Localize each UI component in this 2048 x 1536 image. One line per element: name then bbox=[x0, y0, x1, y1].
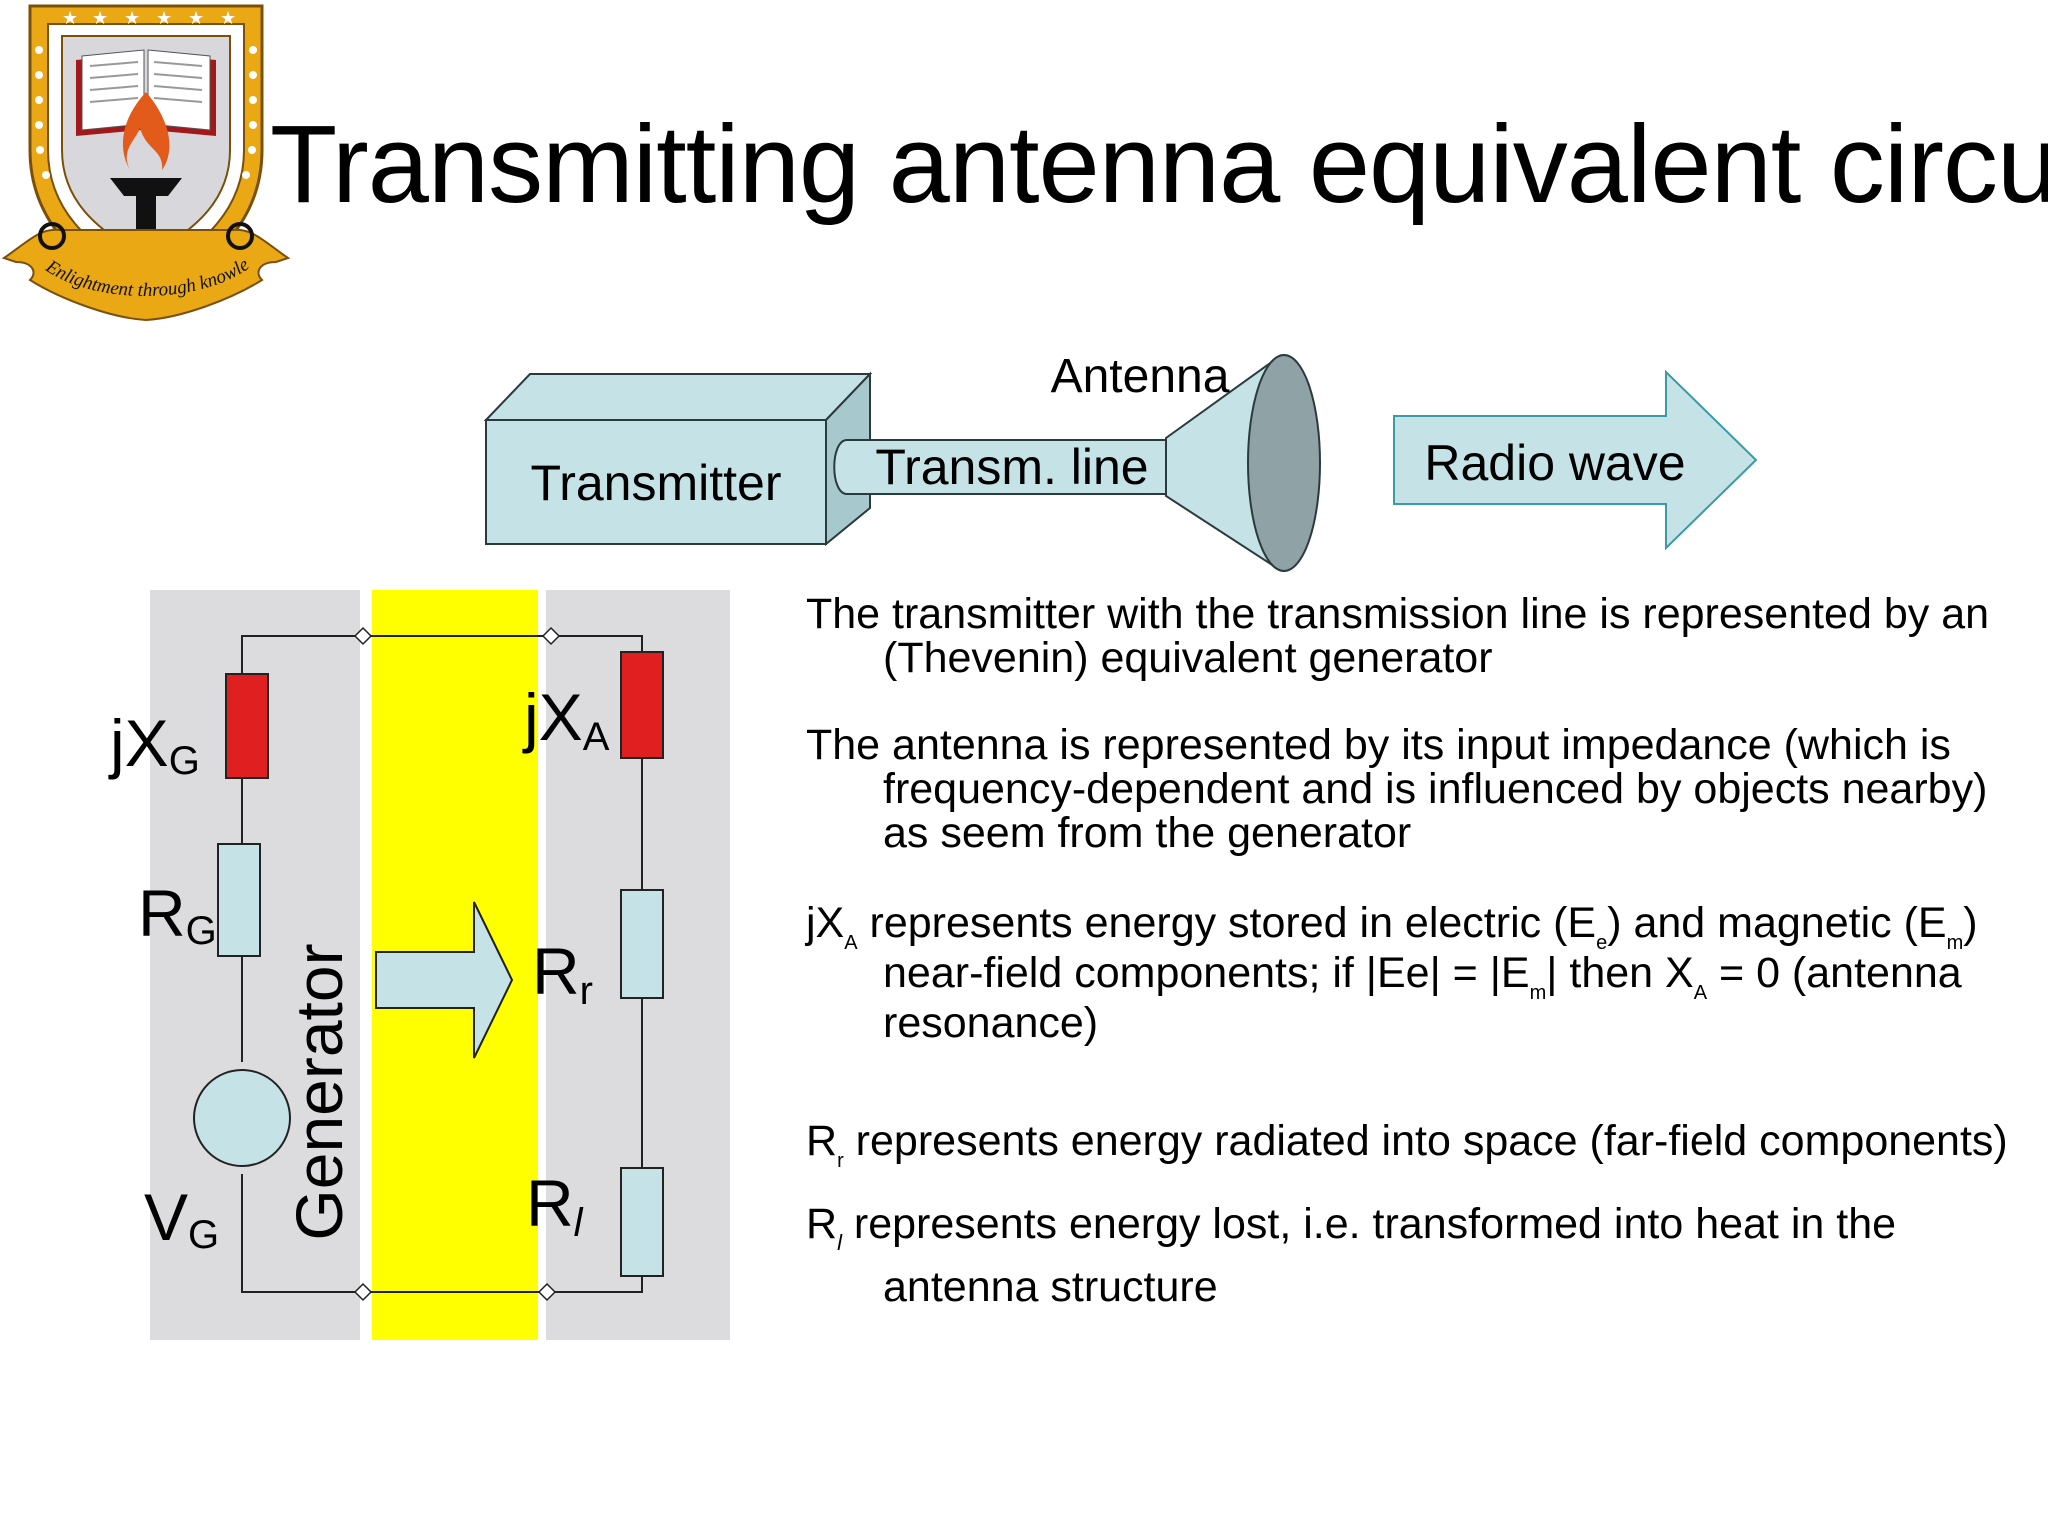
generator-resistance bbox=[217, 843, 261, 957]
svg-text:★: ★ bbox=[220, 8, 236, 28]
transmission-line: Transm. line bbox=[833, 439, 1171, 495]
svg-text:★: ★ bbox=[124, 8, 140, 28]
rr-label: R bbox=[532, 934, 580, 1008]
rl-label: R bbox=[526, 1166, 574, 1240]
svg-text:★: ★ bbox=[62, 8, 78, 28]
generator-label: Generator bbox=[282, 943, 356, 1240]
radio-wave-arrow: Radio wave bbox=[1393, 369, 1758, 551]
generator-reactance bbox=[225, 673, 269, 779]
loss-resistance bbox=[620, 1167, 664, 1277]
horn-antenna: Antenna bbox=[1051, 350, 1321, 572]
equivalent-circuit-diagram: jXG RG VG jXA Rr Rl Generator bbox=[108, 590, 730, 1340]
antenna-reactance bbox=[620, 651, 664, 759]
power-flow-arrow bbox=[375, 901, 514, 1059]
svg-text:★: ★ bbox=[156, 8, 172, 28]
voltage-source bbox=[193, 1069, 291, 1167]
svg-text:Rl: Rl bbox=[526, 1166, 584, 1245]
rg-label: R bbox=[138, 876, 186, 950]
transmission-line-label: Transm. line bbox=[875, 439, 1148, 495]
explanation-text: The transmitter with the transmission li… bbox=[806, 592, 2026, 1339]
svg-text:jXG: jXG bbox=[108, 706, 200, 783]
jxg-label: jX bbox=[108, 706, 169, 780]
vg-label: V bbox=[144, 1180, 188, 1254]
svg-text:★: ★ bbox=[92, 8, 108, 28]
transmitter-block: Transmitter bbox=[483, 371, 873, 547]
transmitter-label: Transmitter bbox=[531, 455, 782, 511]
svg-text:★: ★ bbox=[188, 8, 204, 28]
antenna-label: Antenna bbox=[1051, 350, 1230, 403]
note-loss-resistance: Rl represents energy lost, i.e. transfor… bbox=[806, 1200, 1897, 1311]
note-antenna-impedance: The antenna is represented by its input … bbox=[806, 721, 1988, 857]
svg-text:Rr: Rr bbox=[532, 934, 593, 1013]
university-crest-logo: ★★ ★★ ★★ Enlightment through knowledge bbox=[0, 0, 291, 322]
svg-text:jXA: jXA bbox=[522, 680, 610, 759]
note-radiation-resistance: Rr represents energy radiated into space… bbox=[806, 1117, 2008, 1172]
slide-title: Transmitting antenna equivalent circuit bbox=[270, 103, 2048, 226]
note-reactance: jXA represents energy stored in electric… bbox=[806, 899, 1978, 1047]
svg-text:RG: RG bbox=[138, 876, 217, 953]
radio-wave-label: Radio wave bbox=[1424, 435, 1685, 491]
radiation-resistance bbox=[620, 889, 664, 999]
svg-text:VG: VG bbox=[144, 1180, 219, 1257]
note-generator: The transmitter with the transmission li… bbox=[806, 590, 1990, 682]
transmitter-chain-diagram: Transmitter Transm. line Antenna Radio w… bbox=[483, 350, 1758, 572]
jxa-label: jX bbox=[522, 680, 583, 754]
